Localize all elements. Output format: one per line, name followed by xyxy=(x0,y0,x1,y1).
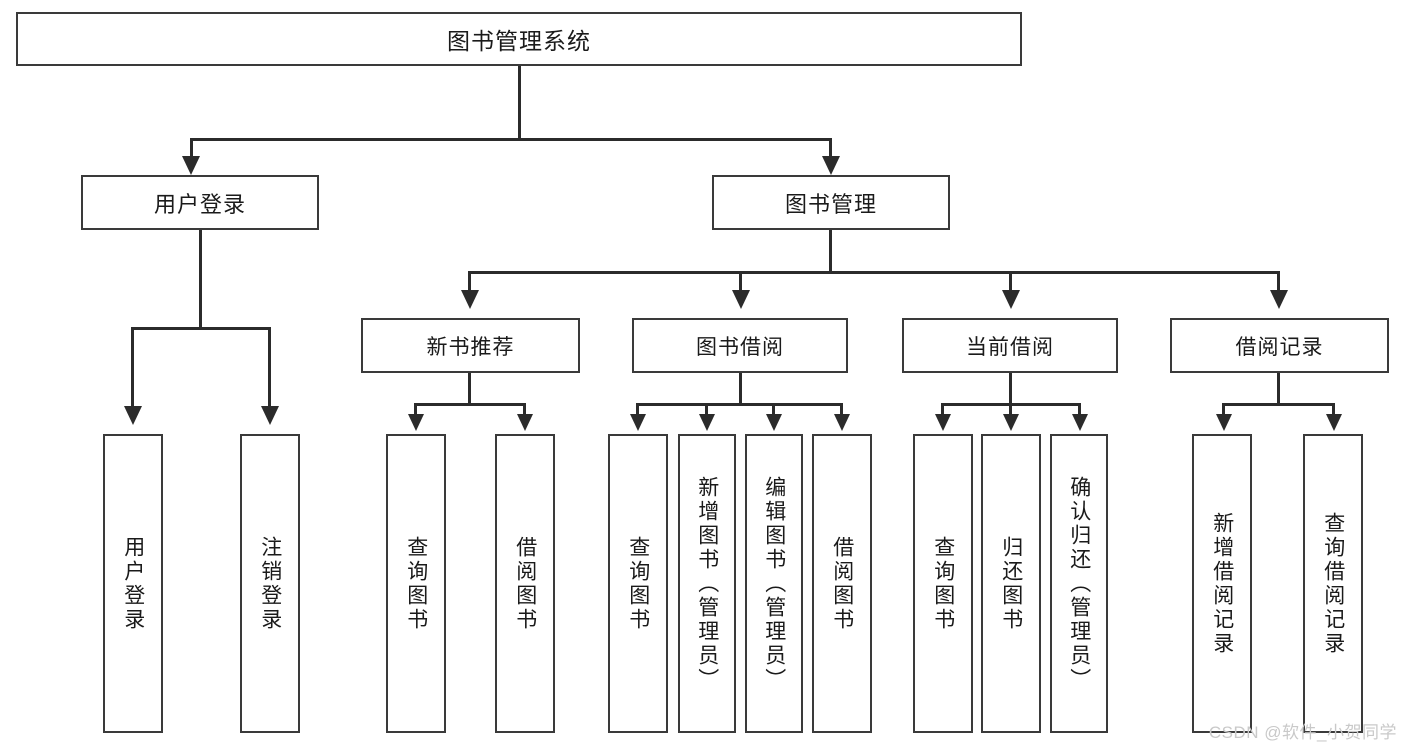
node-label: 新书推荐 xyxy=(426,335,515,359)
arrow-user-login-to-leaf-1 xyxy=(261,406,279,425)
node-book-management[interactable]: 图书管理 xyxy=(712,175,950,230)
leaf-book-borrow-query-book[interactable]: 查询图书 xyxy=(608,434,668,733)
leaf-label: 新增图书（管理员） xyxy=(695,475,719,692)
arrow-bm-to-book-borrow xyxy=(732,290,750,309)
connector-cb-to-leaf-2 xyxy=(1078,403,1081,417)
node-label: 图书借阅 xyxy=(696,335,784,359)
node-label: 借阅记录 xyxy=(1235,335,1324,359)
connector-bm-to-book-borrow xyxy=(739,271,742,293)
connector-bm-to-borrow-record xyxy=(1277,271,1280,293)
connector-user-login-to-leaf-1 xyxy=(268,327,271,409)
leaf-new-book-borrow-book[interactable]: 借阅图书 xyxy=(495,434,555,733)
arrow-bm-to-borrow-record xyxy=(1270,290,1288,309)
connector-cb-to-leaf-1 xyxy=(1009,403,1012,417)
leaf-borrow-record-query-record[interactable]: 查询借阅记录 xyxy=(1303,434,1363,733)
node-root-book-management-system[interactable]: 图书管理系统 xyxy=(16,12,1022,66)
leaf-book-borrow-borrow-book[interactable]: 借阅图书 xyxy=(812,434,872,733)
connector-book-management-stem xyxy=(829,230,832,274)
connector-bb-to-leaf-3 xyxy=(840,403,843,417)
csdn-watermark: CSDN @软件_小贺同学 xyxy=(1208,723,1397,742)
arrow-bm-to-current-borrow xyxy=(1002,290,1020,309)
node-borrow-record[interactable]: 借阅记录 xyxy=(1170,318,1389,373)
leaf-label: 确认归还（管理员） xyxy=(1067,475,1091,692)
connector-nbr-bar xyxy=(414,403,526,406)
arrow-bb-to-leaf-2 xyxy=(766,414,782,431)
node-book-borrow[interactable]: 图书借阅 xyxy=(632,318,848,373)
arrow-root-to-user-login xyxy=(182,156,200,175)
node-user-login[interactable]: 用户登录 xyxy=(81,175,319,230)
leaf-book-borrow-add-book-admin[interactable]: 新增图书（管理员） xyxy=(678,434,736,733)
leaf-user-login-logout[interactable]: 注销登录 xyxy=(240,434,300,733)
arrow-user-login-to-leaf-0 xyxy=(124,406,142,425)
connector-root-bar xyxy=(190,138,832,141)
connector-br-stem xyxy=(1277,373,1280,405)
leaf-label: 借阅图书 xyxy=(830,535,854,632)
connector-cb-stem xyxy=(1009,373,1012,405)
node-new-book-recommend[interactable]: 新书推荐 xyxy=(361,318,580,373)
node-label: 图书管理 xyxy=(784,191,877,217)
leaf-current-borrow-confirm-return-admin[interactable]: 确认归还（管理员） xyxy=(1050,434,1108,733)
arrow-bb-to-leaf-0 xyxy=(630,414,646,431)
node-label: 当前借阅 xyxy=(966,335,1054,359)
leaf-book-borrow-edit-book-admin[interactable]: 编辑图书（管理员） xyxy=(745,434,803,733)
connector-br-to-leaf-1 xyxy=(1332,403,1335,417)
connector-bm-to-current-borrow xyxy=(1009,271,1012,293)
arrow-br-to-leaf-1 xyxy=(1326,414,1342,431)
connector-bm-to-new-book-recommend xyxy=(468,271,471,293)
leaf-label: 查询借阅记录 xyxy=(1321,511,1345,656)
leaf-label: 查询图书 xyxy=(931,535,955,632)
leaf-label: 查询图书 xyxy=(404,535,428,632)
arrow-cb-to-leaf-2 xyxy=(1072,414,1088,431)
connector-bb-to-leaf-2 xyxy=(772,403,775,417)
arrow-br-to-leaf-0 xyxy=(1216,414,1232,431)
leaf-label: 借阅图书 xyxy=(513,535,537,632)
connector-root-to-book-management xyxy=(829,138,832,160)
arrow-nbr-to-leaf-1 xyxy=(517,414,533,431)
arrow-bb-to-leaf-1 xyxy=(699,414,715,431)
arrow-nbr-to-leaf-0 xyxy=(408,414,424,431)
leaf-current-borrow-return-book[interactable]: 归还图书 xyxy=(981,434,1041,733)
arrow-bb-to-leaf-3 xyxy=(834,414,850,431)
connector-br-bar xyxy=(1222,403,1335,406)
arrow-cb-to-leaf-1 xyxy=(1003,414,1019,431)
leaf-label: 编辑图书（管理员） xyxy=(762,475,786,692)
connector-user-login-stem xyxy=(199,230,202,329)
leaf-label: 新增借阅记录 xyxy=(1210,511,1234,656)
leaf-current-borrow-query-book[interactable]: 查询图书 xyxy=(913,434,973,733)
connector-bb-to-leaf-0 xyxy=(636,403,639,417)
arrow-bm-to-new-book-recommend xyxy=(461,290,479,309)
leaf-borrow-record-add-record[interactable]: 新增借阅记录 xyxy=(1192,434,1252,733)
connector-user-login-bar xyxy=(131,327,271,330)
leaf-label: 用户登录 xyxy=(121,535,145,632)
connector-nbr-to-leaf-0 xyxy=(414,403,417,417)
node-current-borrow[interactable]: 当前借阅 xyxy=(902,318,1118,373)
connector-cb-to-leaf-0 xyxy=(941,403,944,417)
leaf-new-book-query-book[interactable]: 查询图书 xyxy=(386,434,446,733)
node-label: 图书管理系统 xyxy=(447,28,591,54)
connector-root-to-user-login xyxy=(190,138,193,160)
connector-root-stem xyxy=(518,66,521,140)
connector-nbr-stem xyxy=(468,373,471,405)
connector-bb-to-leaf-1 xyxy=(705,403,708,417)
connector-bb-stem xyxy=(739,373,742,405)
leaf-label: 查询图书 xyxy=(626,535,650,632)
leaf-user-login-login[interactable]: 用户登录 xyxy=(103,434,163,733)
arrow-root-to-book-management xyxy=(822,156,840,175)
connector-nbr-to-leaf-1 xyxy=(523,403,526,417)
connector-user-login-to-leaf-0 xyxy=(131,327,134,409)
connector-book-management-bar xyxy=(468,271,1280,274)
connector-bb-bar xyxy=(636,403,843,406)
node-label: 用户登录 xyxy=(153,191,246,217)
leaf-label: 注销登录 xyxy=(258,535,282,632)
arrow-cb-to-leaf-0 xyxy=(935,414,951,431)
connector-br-to-leaf-0 xyxy=(1222,403,1225,417)
leaf-label: 归还图书 xyxy=(999,535,1023,632)
